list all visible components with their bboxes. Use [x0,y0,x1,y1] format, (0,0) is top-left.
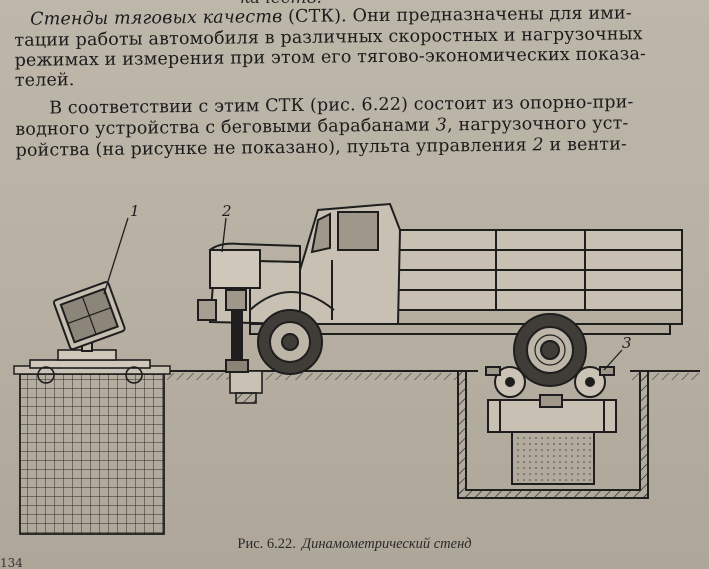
truck-body [197,202,683,335]
text-run: телей. [14,70,75,91]
fan-unit [52,281,126,352]
roller-pit [457,371,649,499]
ground-hatch [165,373,465,380]
figure-caption: Рис. 6.22. Динамометрический стенд [0,536,709,553]
text-run: ройства (на рисунке не показано), пульта… [15,135,533,161]
cut-off-heading: качеств. [240,0,322,8]
fan-foundation [13,365,171,535]
italic-run: 3 [435,115,448,136]
fan-base [29,349,151,384]
leader-lines [103,217,623,371]
front-wheel [257,309,323,375]
rear-wheel [513,313,587,387]
left-support [229,370,263,404]
running-drums [485,366,615,398]
body-text: Стенды тяговых качеств (СТК). Они предна… [0,0,709,200]
text-run: , нагрузочного уст- [446,113,629,136]
figure-label-2: 2 [221,202,232,220]
text-run: (СТК). Они предназначены для ими- [282,3,632,28]
text-run: и венти- [543,134,628,156]
ground-hatch [632,373,700,380]
control-panel [209,249,261,373]
text-line: телей. [15,70,75,91]
italic-run: Стенды тяговых качеств [30,7,283,30]
page-number: 134 [0,556,23,569]
caption-number: Рис. 6.22. [237,536,296,552]
dynamometer-stand-figure: 1 2 3 [13,202,700,535]
italic-run: 2 [532,135,544,156]
figure-label-1: 1 [130,202,140,220]
figure-label-3: 3 [622,334,632,352]
caption-text: Динамометрический стенд [301,536,472,552]
